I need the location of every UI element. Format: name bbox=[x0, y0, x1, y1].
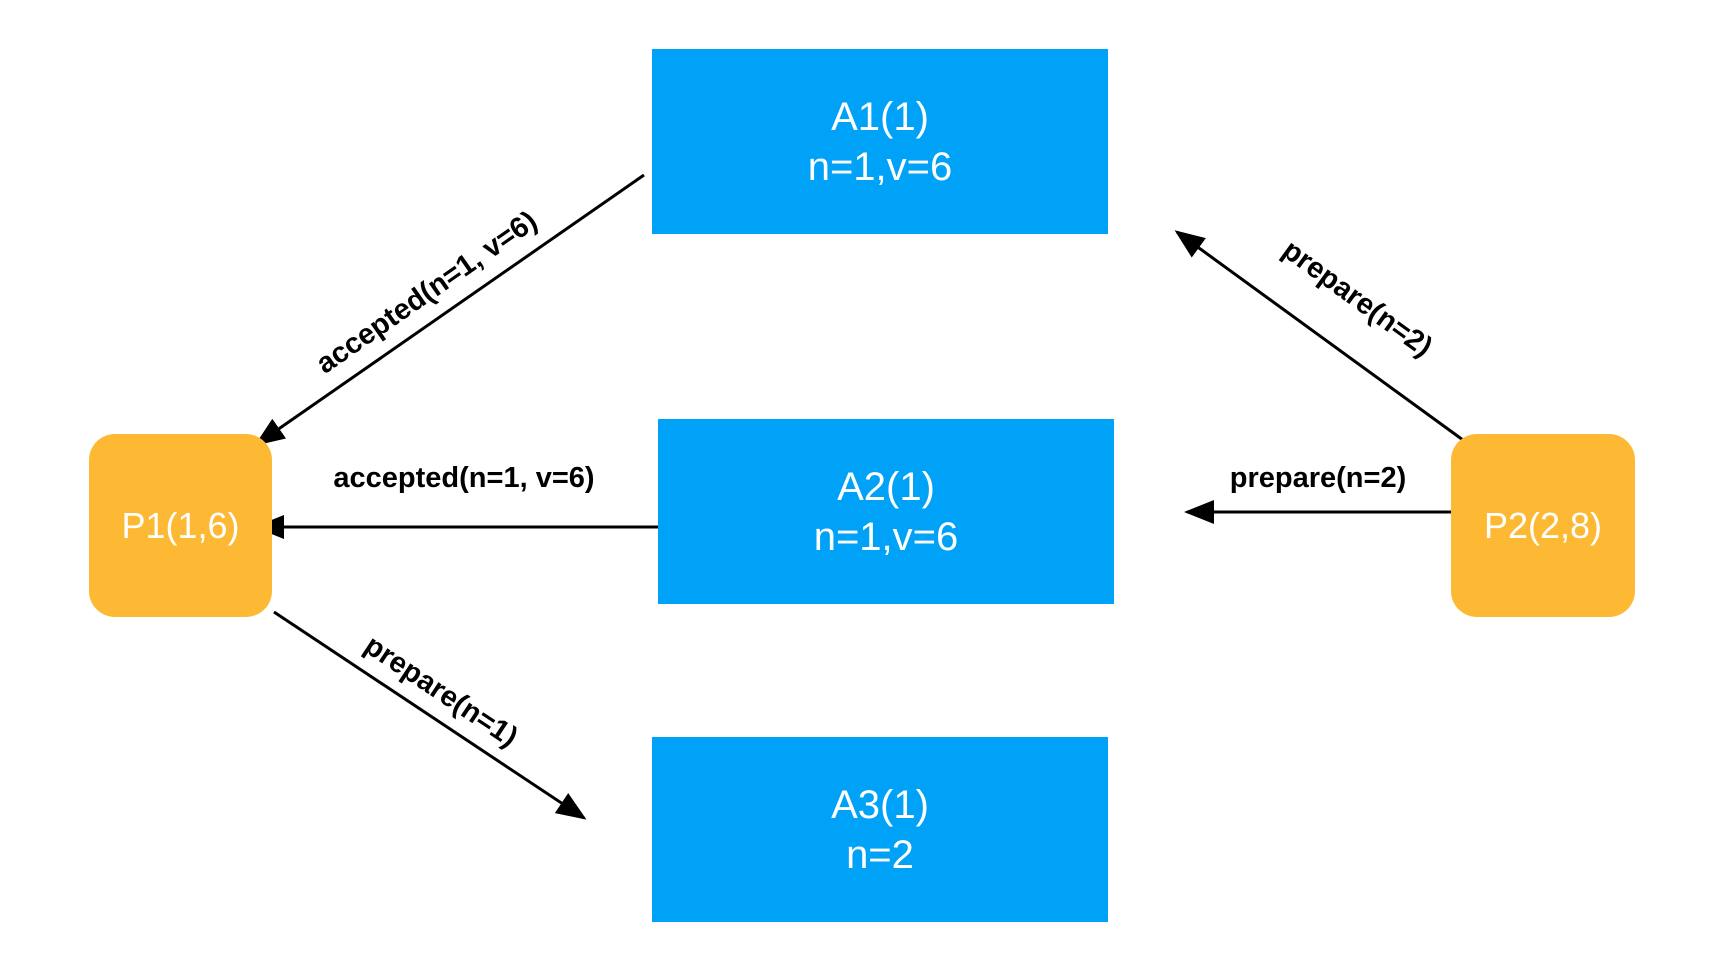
acceptor-a2-name: A2(1) bbox=[837, 464, 935, 509]
proposer-p2: P2(2,8) bbox=[1451, 434, 1635, 617]
acceptor-a3: A3(1) n=2 bbox=[652, 737, 1108, 922]
acceptor-a1: A1(1) n=1,v=6 bbox=[652, 49, 1108, 234]
edge-p1-to-a3 bbox=[273, 610, 587, 820]
acceptor-a1-state: n=1,v=6 bbox=[807, 144, 953, 189]
proposer-p2-name: P2(2,8) bbox=[1483, 504, 1603, 546]
edge-label-a1-to-p1: accepted(n=1, v=6) bbox=[311, 205, 544, 380]
edge-label-p1-to-a3: prepare(n=1) bbox=[359, 629, 524, 753]
edge-label-p2-to-a2: prepare(n=2) bbox=[1230, 462, 1406, 494]
edge-label-a2-to-p1: accepted(n=1, v=6) bbox=[333, 462, 594, 494]
edge-a1-to-p1 bbox=[254, 173, 645, 446]
proposer-p1-name: P1(1,6) bbox=[121, 504, 240, 546]
edge-label-p2-to-a1: prepare(n=2) bbox=[1276, 234, 1438, 364]
acceptor-a3-name: A3(1) bbox=[831, 782, 929, 827]
acceptor-a2-state: n=1,v=6 bbox=[813, 514, 959, 559]
acceptor-a2: A2(1) n=1,v=6 bbox=[658, 419, 1114, 604]
edge-p2-to-a1 bbox=[1174, 230, 1464, 442]
acceptor-a1-name: A1(1) bbox=[831, 94, 929, 139]
proposer-p1: P1(1,6) bbox=[89, 434, 272, 617]
acceptor-a3-state: n=2 bbox=[846, 832, 914, 877]
